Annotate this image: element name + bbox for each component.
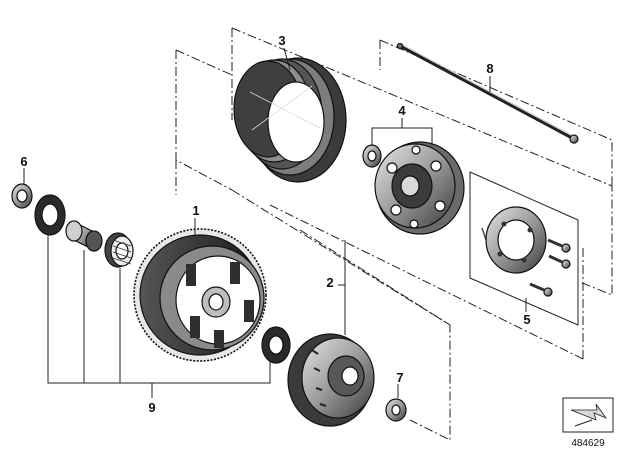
callout-4: 4: [398, 103, 406, 118]
reference-box: 484629: [562, 397, 614, 449]
needle-bearing: [11, 183, 33, 209]
callout-2: 2: [326, 275, 333, 290]
hub-nut: [385, 398, 407, 422]
arrow-icon: [570, 403, 608, 421]
bolts: [529, 238, 571, 297]
callout-labels: 1 2 3 4 5 6 7 8 9: [20, 33, 530, 415]
clutch-plate-pack: [233, 57, 347, 183]
assembly-boundaries: [175, 27, 613, 441]
bolted-plate: [481, 206, 547, 274]
push-rod: [396, 42, 579, 144]
callout-1: 1: [192, 203, 199, 218]
callout-7: 7: [396, 370, 403, 385]
bracket-frame: [469, 171, 579, 326]
thrust-washer-right: [261, 326, 291, 364]
callout-5: 5: [523, 312, 530, 327]
spacer-sleeve: [65, 220, 103, 252]
release-bearing: [362, 144, 382, 168]
needle-cage: [104, 232, 134, 268]
pressure-plate: [374, 141, 465, 235]
thrust-washer-left: [34, 194, 66, 236]
clutch-basket: [133, 228, 267, 362]
callout-3: 3: [278, 33, 285, 48]
clutch-hub: [287, 333, 375, 427]
callout-9: 9: [148, 400, 155, 415]
callout-6: 6: [20, 154, 27, 169]
leader-lines: [23, 47, 527, 398]
callout-8: 8: [486, 61, 493, 76]
diagram-reference-number: 484629: [571, 438, 605, 449]
